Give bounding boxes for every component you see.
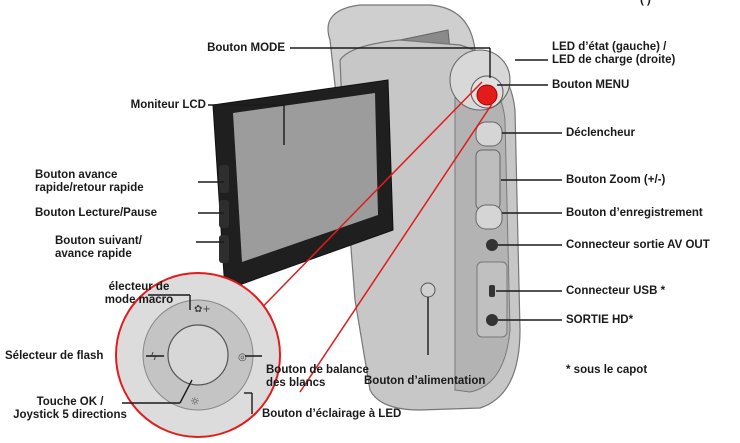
callout-av-out: Connecteur sortie AV OUT (566, 239, 710, 251)
callout-power: Bouton d’alimentation (364, 375, 486, 387)
power-button-shape (420, 282, 436, 298)
record-button (475, 204, 503, 230)
av-port (486, 239, 498, 251)
screen-btn-3 (219, 235, 229, 263)
usb-port (489, 285, 495, 297)
callout-lcd: Moniteur LCD (130, 99, 206, 111)
macro-icon: ✿+ (194, 304, 211, 315)
screen-btn-2 (219, 200, 229, 228)
callout-mode: Bouton MODE (207, 42, 285, 54)
callout-ff-rew: Bouton avance rapide/retour rapide (35, 169, 144, 194)
hd-port (486, 314, 498, 326)
callout-white-balance: Bouton de balance des blancs (266, 364, 369, 389)
footnote: * sous le capot (566, 364, 648, 376)
callout-flash: Sélecteur de flash (5, 350, 104, 362)
callout-play-pause: Bouton Lecture/Pause (35, 207, 158, 219)
partial-header: ( ) (640, 0, 651, 6)
callout-lines (122, 47, 562, 414)
callout-ok-joystick: Touche OK / Joystick 5 directions (13, 396, 127, 421)
callout-next-ff: Bouton suivant/ avance rapide (55, 235, 142, 260)
callout-led-light: Bouton d’éclairage à LED (262, 408, 402, 420)
zoom-line-1 (239, 81, 483, 331)
callout-usb: Connecteur USB * (566, 285, 666, 297)
callout-menu: Bouton MENU (552, 79, 630, 91)
callout-macro: électeur de mode macro (104, 281, 174, 306)
zoom-lever (475, 149, 501, 211)
wb-icon: ◎ (238, 352, 247, 363)
callout-shutter: Déclencheur (566, 127, 636, 139)
joystick-small (476, 84, 498, 106)
callout-hd-out: SORTIE HD* (566, 314, 634, 326)
sun-icon: ☼ (190, 395, 200, 408)
callout-record: Bouton d’enregistrement (566, 207, 703, 219)
lcd-screen (233, 93, 378, 262)
usb-port-cover (476, 261, 508, 338)
callout-zoom: Bouton Zoom (+/-) (566, 174, 666, 186)
ok-button-shape (167, 324, 229, 386)
shutter-button (475, 121, 503, 147)
zoom-line-2 (299, 103, 493, 393)
screen-btn-1 (219, 165, 229, 193)
callout-led-status: LED d’état (gauche) / LED de charge (dro… (552, 41, 676, 66)
